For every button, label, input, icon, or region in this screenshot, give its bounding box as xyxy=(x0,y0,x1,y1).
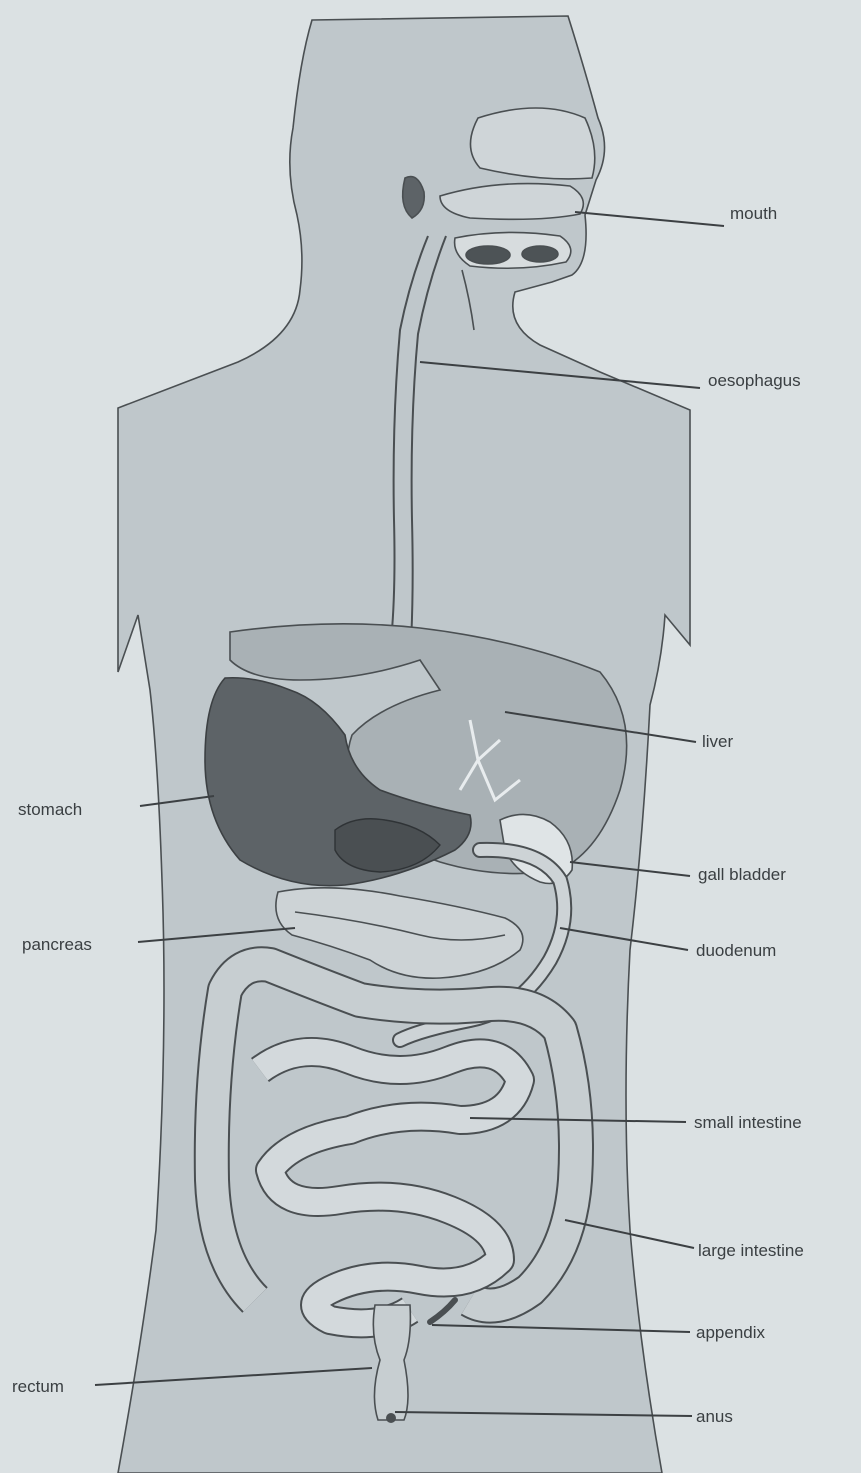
label-mouth: mouth xyxy=(730,204,777,223)
leader-mouth xyxy=(575,212,724,226)
rectum xyxy=(373,1305,410,1420)
anus xyxy=(386,1413,396,1423)
label-pancreas: pancreas xyxy=(22,935,92,954)
label-anus: anus xyxy=(696,1407,733,1426)
label-appendix: appendix xyxy=(696,1323,766,1342)
label-small-intestine: small intestine xyxy=(694,1113,802,1132)
label-oesophagus: oesophagus xyxy=(708,371,801,390)
label-large-intestine: large intestine xyxy=(698,1241,804,1260)
label-duodenum: duodenum xyxy=(696,941,776,960)
label-liver: liver xyxy=(702,732,734,751)
label-rectum: rectum xyxy=(12,1377,64,1396)
label-stomach: stomach xyxy=(18,800,82,819)
label-gall-bladder: gall bladder xyxy=(698,865,786,884)
